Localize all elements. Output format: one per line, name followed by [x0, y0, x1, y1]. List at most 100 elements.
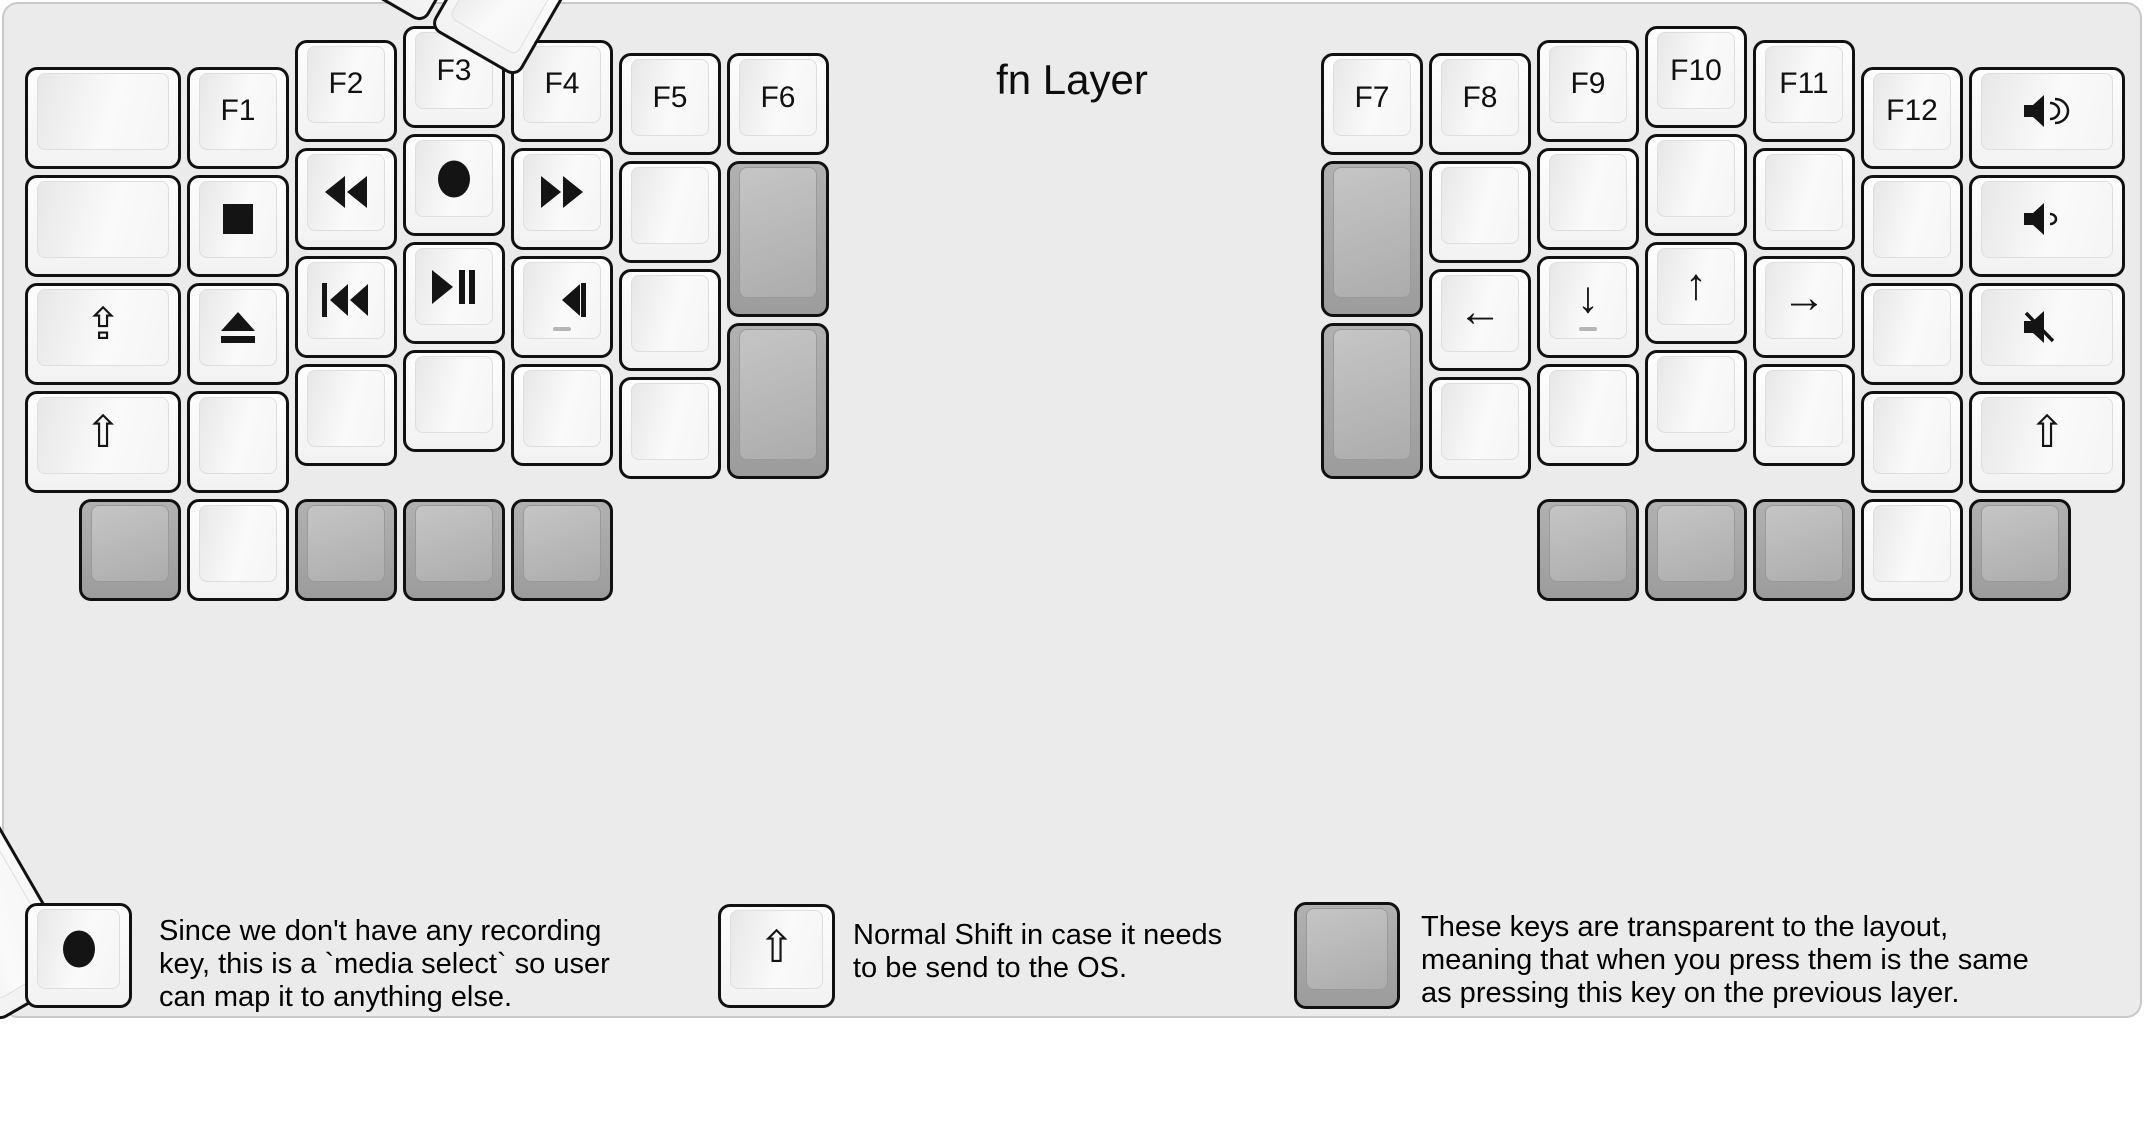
- key-label: F3: [436, 53, 472, 87]
- key-transparent[interactable]: [79, 498, 181, 601]
- keycap-top: [1549, 504, 1627, 582]
- keycap-top: [1981, 504, 2059, 582]
- key-play-pause[interactable]: [403, 242, 505, 344]
- key-blank[interactable]: [1537, 363, 1639, 466]
- key-next-track[interactable]: [511, 255, 613, 358]
- key-f10[interactable]: F10: [1645, 26, 1747, 128]
- keycap-top: [307, 369, 385, 447]
- key-blank[interactable]: [295, 363, 397, 466]
- key-blank[interactable]: [1537, 147, 1639, 250]
- key-prev-track[interactable]: [295, 255, 397, 358]
- caps-lock-icon: ⇪: [84, 300, 122, 349]
- key-blank[interactable]: [1861, 390, 1963, 493]
- key-transparent[interactable]: [1645, 498, 1747, 601]
- key-transparent[interactable]: [1321, 161, 1423, 317]
- key-blank[interactable]: [187, 498, 289, 601]
- stop-icon: [223, 204, 253, 234]
- key-volume-down[interactable]: [1969, 174, 2125, 277]
- key-blank[interactable]: [187, 390, 289, 493]
- key-blank[interactable]: [1753, 147, 1855, 250]
- key-mute[interactable]: [1969, 282, 2125, 385]
- keycap-top: F6: [739, 59, 817, 136]
- key-f6[interactable]: F6: [727, 53, 829, 155]
- keycap-top: [91, 504, 169, 582]
- key-f7[interactable]: F7: [1321, 53, 1423, 155]
- key-transparent[interactable]: [295, 498, 397, 601]
- key-transparent[interactable]: [511, 498, 613, 601]
- left-arrow-icon: ←: [1458, 286, 1502, 336]
- keycap-top: F5: [631, 59, 709, 136]
- key-blank[interactable]: [1645, 134, 1747, 236]
- layer-title: fn Layer: [996, 56, 1148, 103]
- shift-icon: ⇧: [758, 922, 795, 972]
- key-blank[interactable]: [1645, 350, 1747, 452]
- keycap-top: [1441, 383, 1519, 460]
- key-eject[interactable]: [187, 282, 289, 385]
- key-shift-note[interactable]: ⇧: [718, 904, 835, 1008]
- keycap-top: [1306, 908, 1388, 990]
- key-blank[interactable]: [1429, 377, 1531, 479]
- key-label: F1: [220, 94, 256, 127]
- keycap-top: [1765, 369, 1843, 447]
- key-transparent[interactable]: [1753, 498, 1855, 601]
- keycap-top: [631, 275, 709, 352]
- key-f2[interactable]: F2: [295, 39, 397, 142]
- key-blank[interactable]: [1861, 174, 1963, 277]
- key-media-select-note[interactable]: [25, 903, 132, 1008]
- key-transparent[interactable]: [1321, 323, 1423, 479]
- key-blank[interactable]: [619, 161, 721, 263]
- key-transparent[interactable]: [403, 498, 505, 601]
- key-transparent[interactable]: [727, 323, 829, 479]
- key-f5[interactable]: F5: [619, 53, 721, 155]
- key-blank[interactable]: [1861, 282, 1963, 385]
- key-left-blank-outer-2[interactable]: [25, 174, 181, 277]
- keycap-top: F4: [523, 45, 601, 123]
- keycap-top: [1981, 288, 2113, 366]
- key-transparent[interactable]: [1969, 498, 2071, 601]
- keycap-top: F2: [307, 45, 385, 123]
- key-blank[interactable]: [1753, 363, 1855, 466]
- key-caps-lock[interactable]: ⇪: [25, 282, 181, 385]
- key-transparent[interactable]: [1537, 498, 1639, 601]
- key-f9[interactable]: F9: [1537, 39, 1639, 142]
- key-left-shift[interactable]: ⇧: [25, 390, 181, 493]
- keycap-top: [415, 356, 493, 433]
- key-media-select-record[interactable]: [403, 134, 505, 236]
- key-right-arrow[interactable]: →: [1753, 255, 1855, 358]
- keycap-top: [523, 369, 601, 447]
- key-blank[interactable]: [619, 269, 721, 371]
- key-left-blank-outer-1[interactable]: [25, 66, 181, 169]
- key-f12[interactable]: F12: [1861, 66, 1963, 169]
- key-down-arrow[interactable]: ↓: [1537, 255, 1639, 358]
- key-up-arrow[interactable]: ↑: [1645, 242, 1747, 344]
- key-f1[interactable]: F1: [187, 66, 289, 169]
- key-blank[interactable]: [1861, 498, 1963, 601]
- key-rewind[interactable]: [295, 147, 397, 250]
- play-pause-icon: [432, 269, 476, 304]
- keycap-top: [739, 329, 817, 460]
- key-fast-forward[interactable]: [511, 147, 613, 250]
- mute-icon: [2024, 310, 2070, 344]
- keycap-top: F8: [1441, 59, 1519, 136]
- key-blank[interactable]: [619, 377, 721, 479]
- keycap-top: [631, 383, 709, 460]
- key-label: F12: [1886, 94, 1938, 127]
- key-blank[interactable]: [1429, 161, 1531, 263]
- keycap-top: [1657, 140, 1735, 217]
- keycap-top: [523, 261, 601, 339]
- key-stop[interactable]: [187, 174, 289, 277]
- key-volume-up[interactable]: [1969, 66, 2125, 169]
- keycap-top: [523, 504, 601, 582]
- key-blank[interactable]: [403, 350, 505, 452]
- key-right-shift[interactable]: ⇧: [1969, 390, 2125, 493]
- key-label: F10: [1670, 53, 1722, 87]
- key-transparent-note[interactable]: [1294, 902, 1400, 1009]
- key-f8[interactable]: F8: [1429, 53, 1531, 155]
- key-blank[interactable]: [511, 363, 613, 466]
- shift-icon: ⇧: [2028, 408, 2066, 457]
- key-left-arrow[interactable]: ←: [1429, 269, 1531, 371]
- key-label: F9: [1570, 67, 1606, 100]
- keycap-top: ←: [1441, 275, 1519, 352]
- key-f11[interactable]: F11: [1753, 39, 1855, 142]
- key-transparent[interactable]: [727, 161, 829, 317]
